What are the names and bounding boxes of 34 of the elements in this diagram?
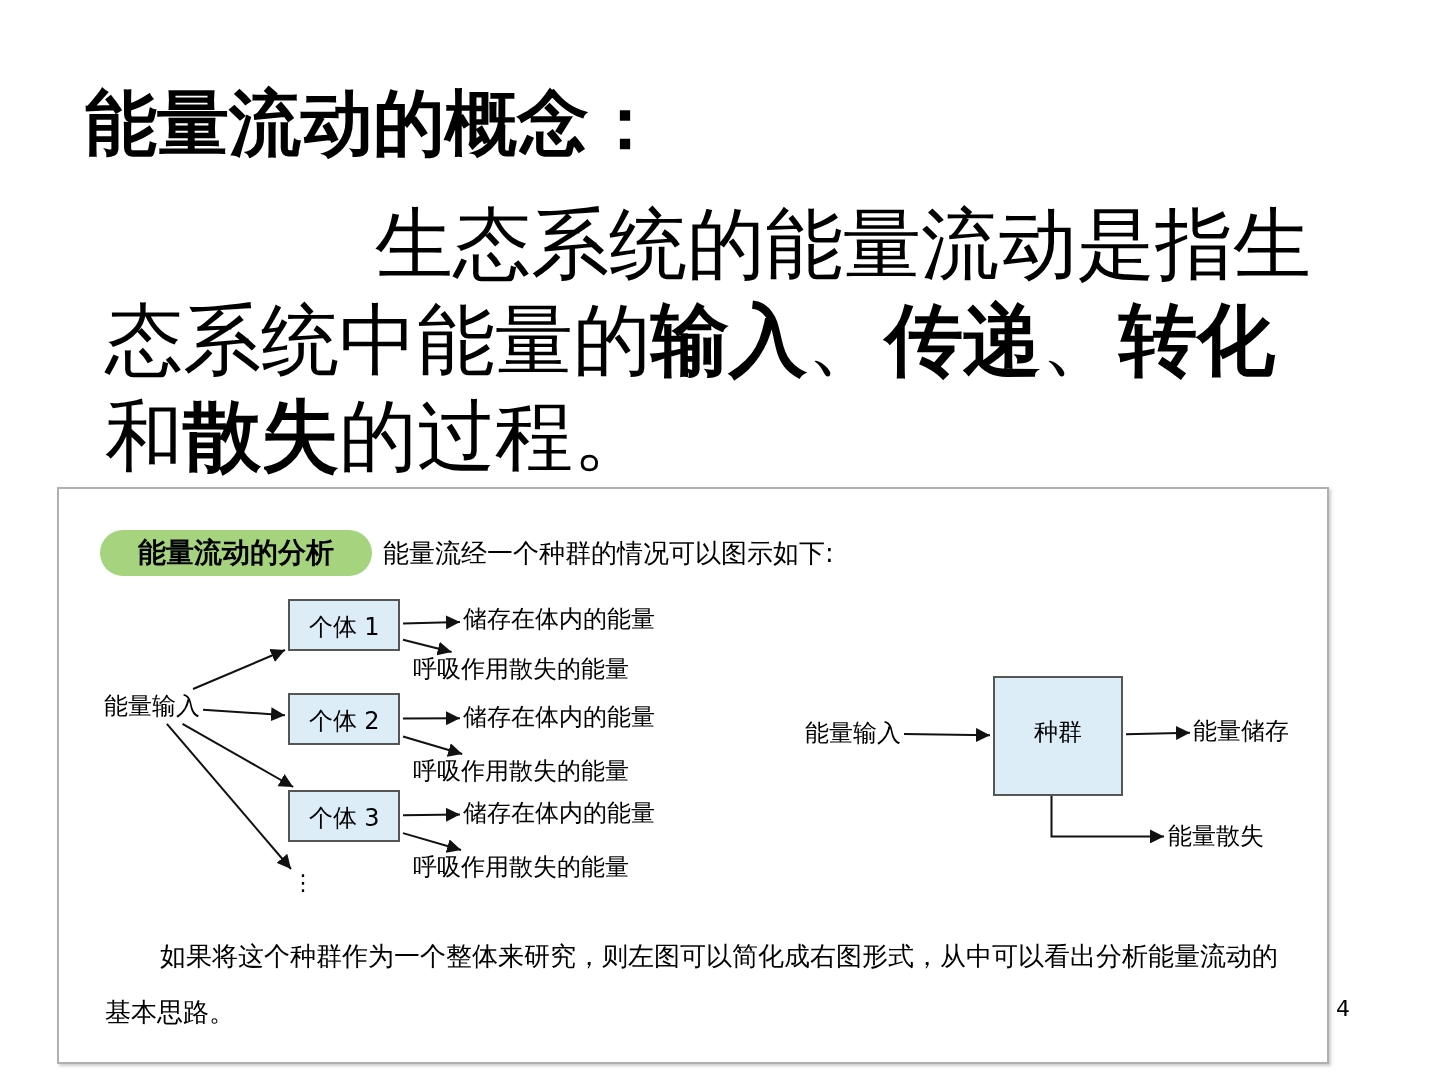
flow-text: 能量输入 <box>104 692 200 721</box>
page-number: 4 <box>1336 995 1350 1023</box>
flow-text: 储存在体内的能量 <box>463 605 655 634</box>
flow-text: 呼吸作用散失的能量 <box>413 757 629 786</box>
flow-text: 能量储存 <box>1193 717 1289 746</box>
arrow <box>402 711 461 726</box>
arrow <box>402 832 463 853</box>
arrow <box>202 707 286 722</box>
arrow <box>402 807 461 822</box>
arrow <box>165 722 293 870</box>
flow-text: 能量散失 <box>1168 822 1264 851</box>
flow-text: 储存在体内的能量 <box>463 799 655 828</box>
ellipsis-text: ⋮ <box>292 872 314 894</box>
arrow <box>181 722 295 788</box>
process-box: 个体 2 <box>288 693 400 745</box>
definition-paragraph: 生态系统的能量流动是指生态系统中能量的输入、传递、转化和散失的过程。 <box>105 198 1312 483</box>
arrow <box>402 638 453 656</box>
section-tag: 能量流动的分析 <box>100 530 372 576</box>
arrow <box>192 649 286 690</box>
arrow <box>402 735 464 757</box>
slide-title: 能量流动的概念： <box>85 80 662 167</box>
flow-text: 呼吸作用散失的能量 <box>413 655 629 684</box>
flow-text: 呼吸作用散失的能量 <box>413 853 629 882</box>
process-box: 个体 3 <box>288 790 400 842</box>
flow-text: 能量输入 <box>805 719 901 748</box>
arrow <box>903 727 991 742</box>
process-box: 个体 1 <box>288 599 400 651</box>
figure-caption: 如果将这个种群作为一个整体来研究，则左图可以简化成右图形式，从中可以看出分析能量流动的基本思路。 <box>105 940 1279 1029</box>
arrow <box>1050 795 1165 844</box>
figure-intro-text: 能量流经一个种群的情况可以图示如下: <box>383 537 835 570</box>
process-box: 种群 <box>993 676 1123 796</box>
arrow <box>1125 726 1191 741</box>
flow-text: 储存在体内的能量 <box>463 703 655 732</box>
arrow <box>402 615 461 630</box>
